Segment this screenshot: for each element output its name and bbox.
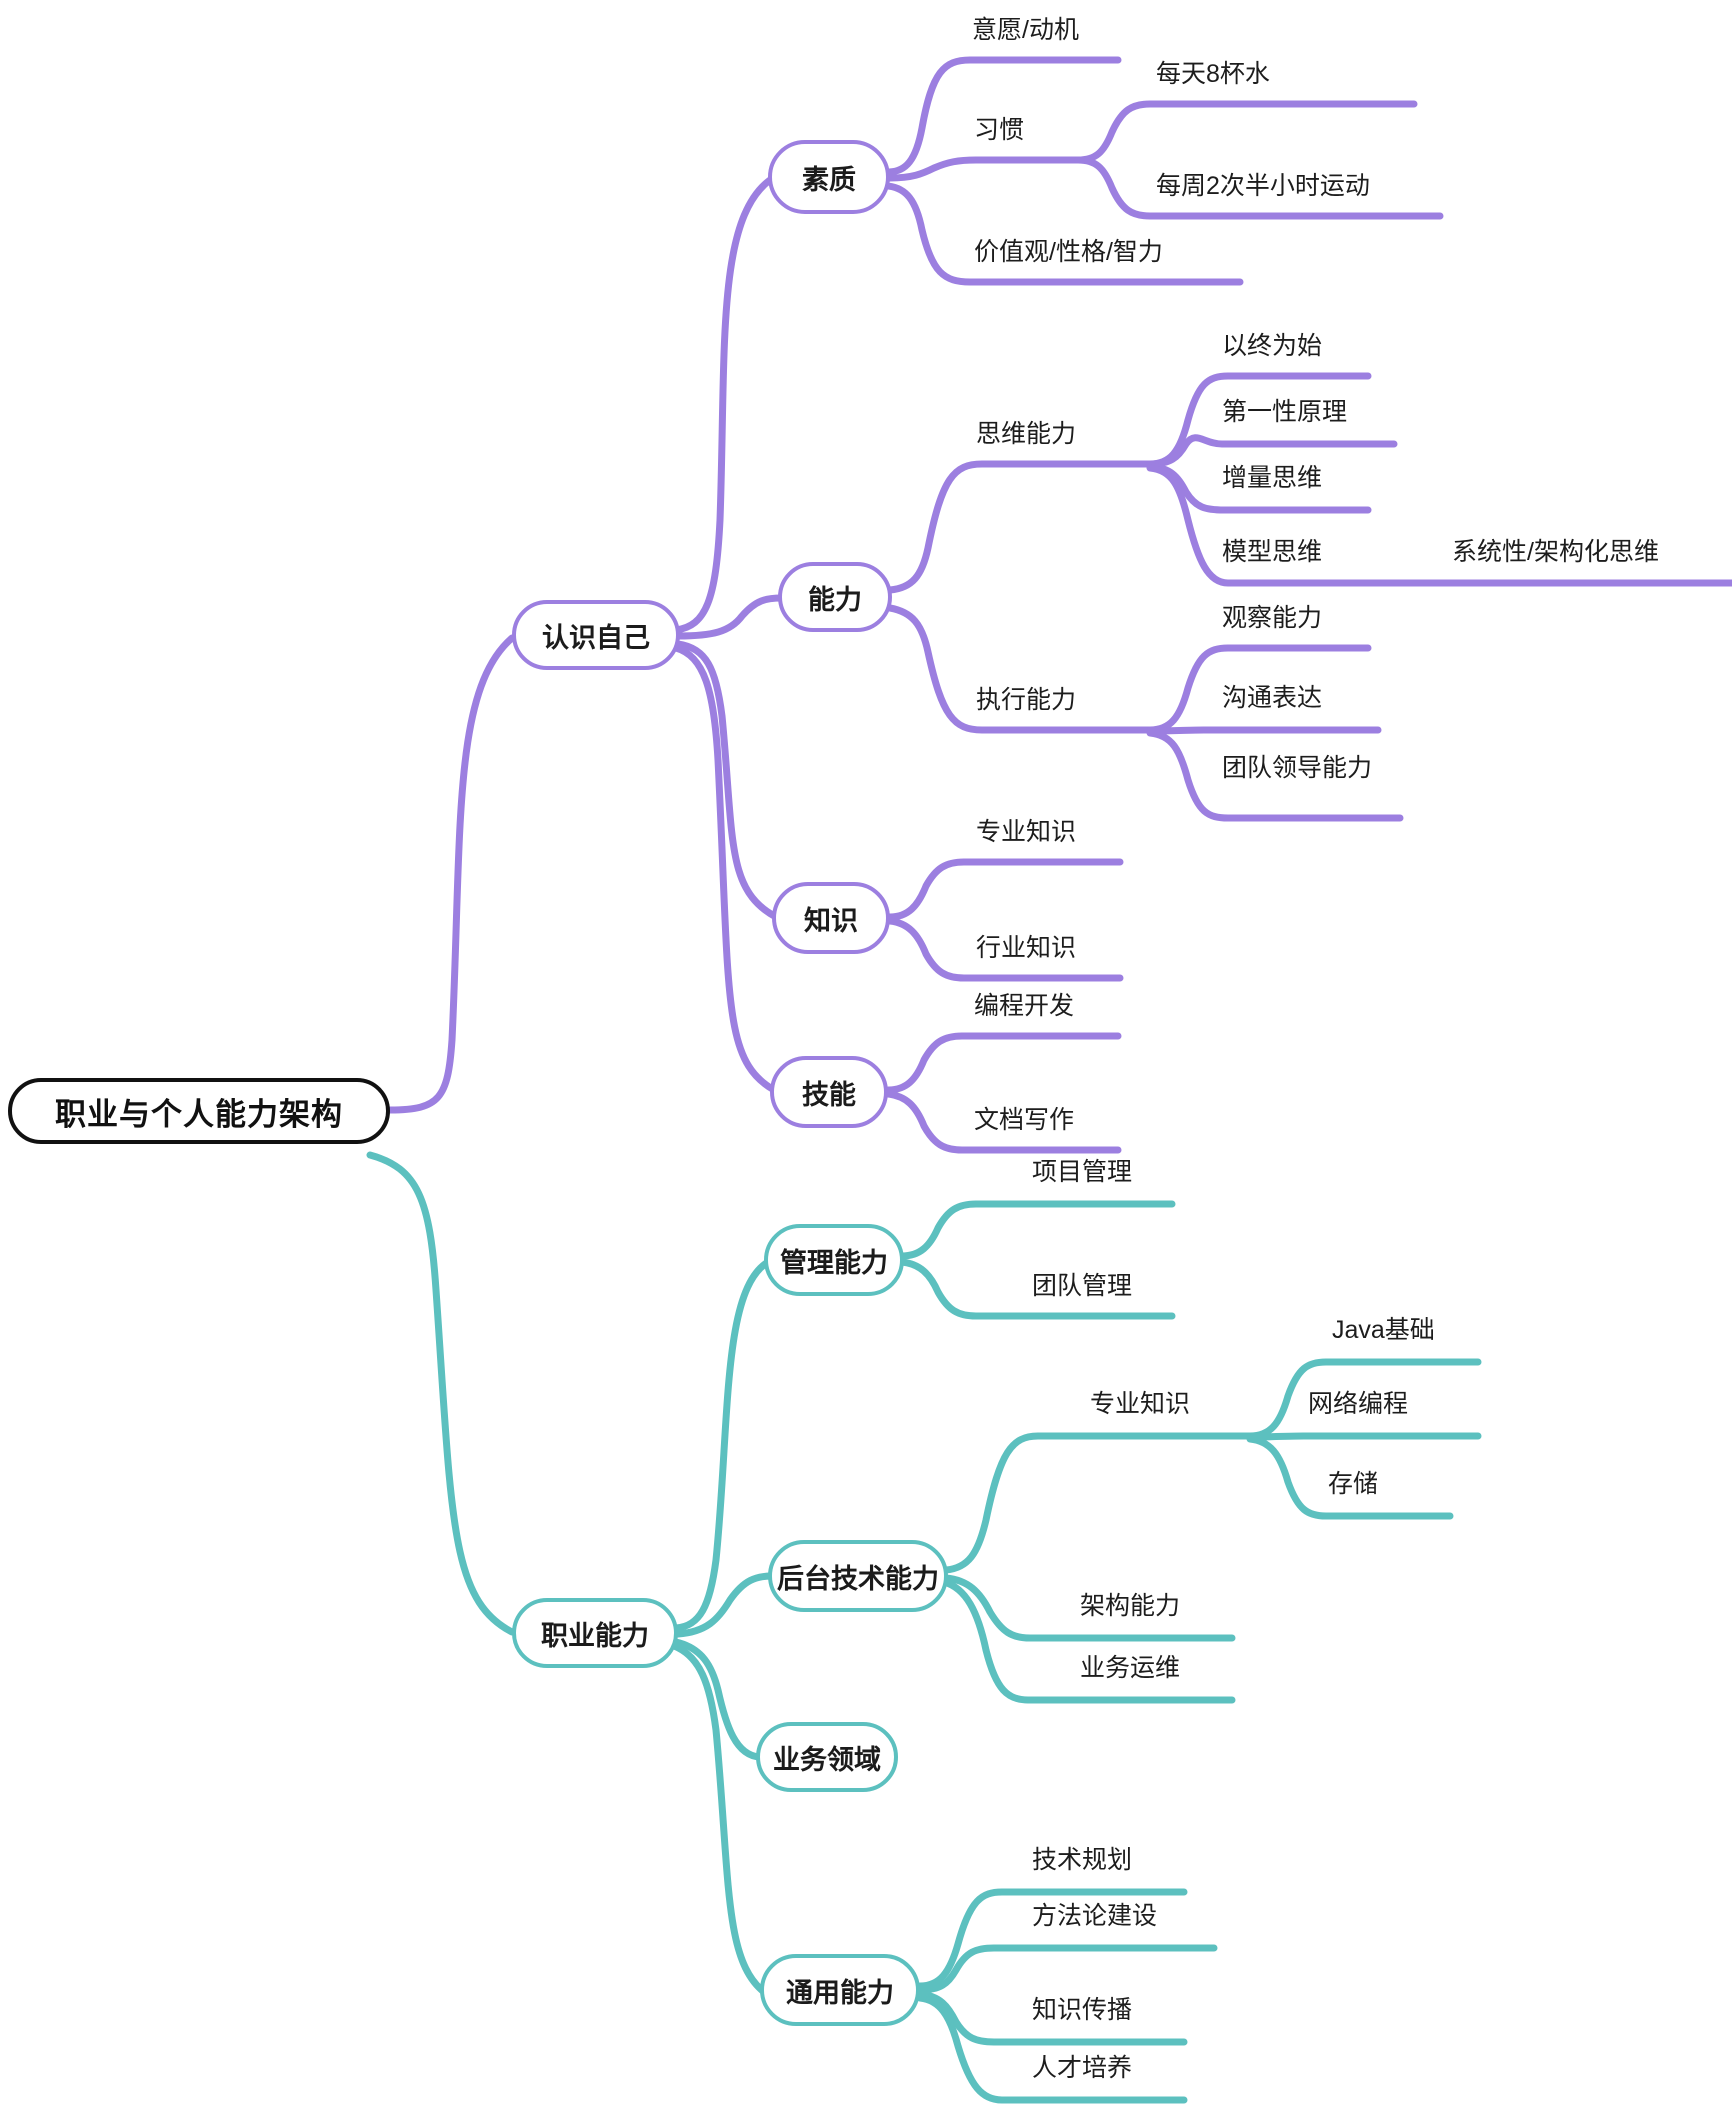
edge-tongyong-to-fangfalun (916, 1944, 1218, 1994)
label-tuandui-lingdao-nengli[interactable]: 团队领导能力 (1222, 754, 1373, 782)
node-jineng[interactable]: 技能 (770, 1056, 888, 1128)
label-career-zhuanye-zhishi[interactable]: 专业知识 (1090, 1390, 1191, 1418)
edge-zhixing-to-goutong (1146, 726, 1382, 735)
node-nengli[interactable]: 能力 (778, 562, 892, 632)
label-java-jichu[interactable]: Java基础 (1332, 1316, 1435, 1344)
label-rencai-peiyang[interactable]: 人才培养 (1032, 2054, 1133, 2082)
node-guanli-nengli[interactable]: 管理能力 (764, 1224, 904, 1296)
edge-suzhi-to-yiyuan (884, 56, 1122, 176)
edge-siwei-to-diyixing (1146, 434, 1398, 468)
node-zhishi[interactable]: 知识 (772, 882, 890, 954)
edge-zhiye-to-tongyong (670, 1642, 768, 1996)
label-jishu-guihua[interactable]: 技术规划 (1032, 1846, 1133, 1874)
edge-zhishi-to-zhuanye (886, 858, 1124, 921)
label-fangfalun-jianshe[interactable]: 方法论建设 (1032, 1902, 1158, 1930)
node-renshi-ziji-label: 认识自己 (542, 622, 650, 653)
node-nengli-label: 能力 (808, 584, 862, 615)
label-yewu-yunwei[interactable]: 业务运维 (1080, 1654, 1181, 1682)
edge-guanli-to-tuandui (898, 1258, 1176, 1320)
node-tongyong-nengli[interactable]: 通用能力 (760, 1954, 920, 2026)
edge-zhiye-to-guanli (672, 1258, 772, 1632)
edge-houtai-to-yunwei (940, 1578, 1236, 1704)
label-yizhongweishi[interactable]: 以终为始 (1222, 332, 1323, 360)
edge-houtai-to-jiagou (942, 1574, 1236, 1642)
node-root[interactable]: 职业与个人能力架构 (8, 1078, 390, 1144)
edge-zhiye-to-yewu (672, 1638, 764, 1761)
edge-czhuanye-to-cunchu (1246, 1435, 1454, 1520)
node-yewu-lingyu-label: 业务领域 (773, 1744, 881, 1775)
edge-houtai-to-zhuanye (942, 1432, 1254, 1574)
edge-renshi-to-nengli (674, 594, 786, 640)
node-root-label: 职业与个人能力架构 (55, 1096, 343, 1132)
node-yewu-lingyu[interactable]: 业务领域 (756, 1722, 898, 1792)
node-zhiye-nengli-label: 职业能力 (541, 1620, 649, 1651)
edge-suzhi-to-xiguan (886, 156, 1082, 182)
label-zhuanye-zhishi[interactable]: 专业知识 (976, 818, 1077, 846)
label-goutong-biaoda[interactable]: 沟通表达 (1222, 684, 1323, 712)
label-jiagou-nengli[interactable]: 架构能力 (1080, 1592, 1181, 1620)
label-diyixing-yuanli[interactable]: 第一性原理 (1222, 398, 1348, 426)
label-xiguan[interactable]: 习惯 (974, 116, 1025, 144)
edge-nengli-to-siwei (886, 460, 1154, 594)
label-biancheng-kaifa[interactable]: 编程开发 (974, 992, 1075, 1020)
edge-xiguan-to-yundong (1074, 156, 1444, 220)
edge-tongyong-to-zhishichuan (916, 1990, 1188, 2046)
label-xiangmu-guanli[interactable]: 项目管理 (1032, 1158, 1133, 1186)
edge-renshi-to-suzhi (672, 176, 774, 634)
edge-root-to-renshi (386, 634, 516, 1114)
edge-root-to-zhiye (366, 1151, 516, 1636)
label-wangluo-biancheng[interactable]: 网络编程 (1308, 1390, 1409, 1418)
node-jineng-label: 技能 (802, 1079, 856, 1110)
node-guanli-nengli-label: 管理能力 (780, 1247, 888, 1278)
label-tuandui-guanli[interactable]: 团队管理 (1032, 1272, 1133, 1300)
label-zhixing-nengli[interactable]: 执行能力 (976, 686, 1077, 714)
edge-zhishi-to-hangye (886, 917, 1124, 982)
node-houtai-jishu-nengli-label: 后台技术能力 (777, 1563, 939, 1594)
node-renshi-ziji[interactable]: 认识自己 (512, 600, 680, 670)
edge-xiguan-to-shui (1074, 100, 1418, 164)
node-houtai-jishu-nengli[interactable]: 后台技术能力 (768, 1540, 948, 1612)
label-meitian-8beishui[interactable]: 每天8杯水 (1156, 60, 1270, 88)
node-suzhi-label: 素质 (802, 164, 856, 195)
node-zhishi-label: 知识 (804, 905, 858, 936)
node-tongyong-nengli-label: 通用能力 (786, 1977, 894, 2008)
node-zhiye-nengli[interactable]: 职业能力 (512, 1598, 678, 1668)
edge-renshi-to-zhishi (674, 640, 780, 921)
edge-siwei-to-moxing (1146, 464, 1732, 587)
edge-czhuanye-to-wangluo (1246, 1432, 1482, 1441)
label-guancha-nengli[interactable]: 观察能力 (1222, 604, 1323, 632)
label-xitongxing-jiagouhua-siwei[interactable]: 系统性/架构化思维 (1452, 538, 1659, 566)
edge-jineng-to-wendang (884, 1090, 1122, 1154)
edge-zhixing-to-guancha (1146, 644, 1372, 734)
label-siwei-nengli[interactable]: 思维能力 (976, 420, 1077, 448)
edge-zhixing-to-tuandui (1146, 729, 1404, 822)
edge-tongyong-to-jishu (916, 1888, 1188, 1990)
edge-nengli-to-zhixing (886, 604, 1154, 734)
label-zengliang-siwei[interactable]: 增量思维 (1222, 464, 1323, 492)
edge-suzhi-to-jiazhiguan (884, 182, 1244, 286)
edge-jineng-to-biancheng (884, 1032, 1122, 1094)
label-zhishi-chuanbo[interactable]: 知识传播 (1032, 1996, 1133, 2024)
edge-guanli-to-xiangmu (898, 1200, 1176, 1260)
label-jiazhiguan-xingge-zhili[interactable]: 价值观/性格/智力 (974, 238, 1163, 266)
label-meizhou-2ci-yundong[interactable]: 每周2次半小时运动 (1156, 172, 1370, 200)
edge-czhuanye-to-java (1246, 1358, 1482, 1440)
node-suzhi[interactable]: 素质 (768, 140, 890, 214)
label-cunchu[interactable]: 存储 (1328, 1470, 1379, 1498)
label-yiyuan-dongji[interactable]: 意愿/动机 (972, 16, 1079, 44)
label-moxing-siwei[interactable]: 模型思维 (1222, 538, 1323, 566)
label-hangye-zhishi[interactable]: 行业知识 (976, 934, 1077, 962)
label-wendang-xiezuo[interactable]: 文档写作 (974, 1106, 1075, 1134)
edge-zhiye-to-houtai (674, 1572, 776, 1638)
edge-tongyong-to-rencai (916, 1994, 1188, 2104)
edge-renshi-to-jineng (672, 644, 778, 1094)
